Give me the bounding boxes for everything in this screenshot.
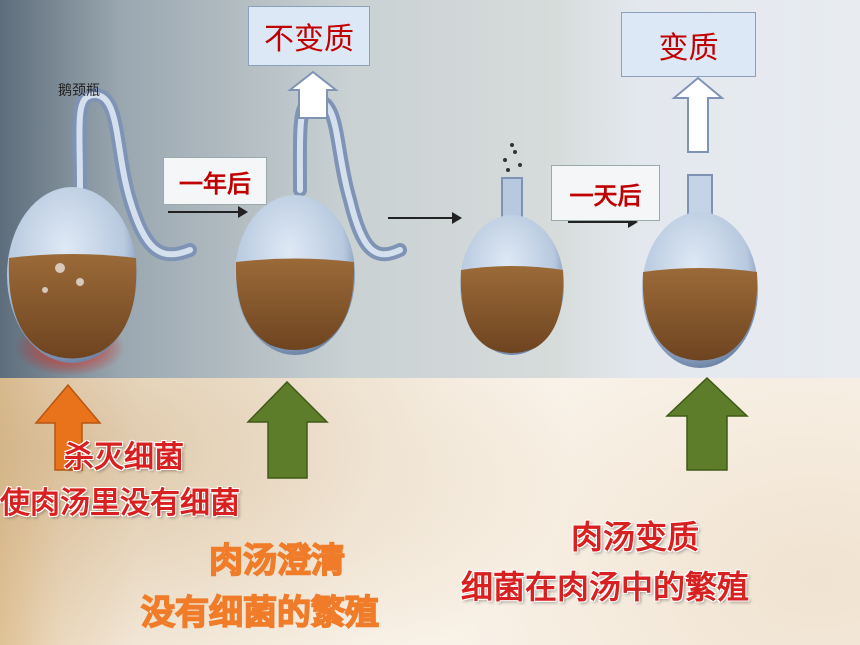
- caption-broth-clear: 肉汤澄清: [208, 540, 346, 582]
- caption-bacteria-reproduce: 细菌在肉汤中的繁殖: [461, 568, 750, 606]
- caption-no-reproduction: 没有细菌的繁殖: [140, 592, 380, 634]
- swan-neck-flask-2: [235, 92, 407, 355]
- time-label-one-year: 一年后: [163, 157, 267, 205]
- arrow-up-orange: [34, 383, 102, 471]
- spoiled-flask: [642, 174, 758, 368]
- result-arrow-right: [671, 76, 725, 153]
- arrow-up-green-left: [246, 380, 329, 479]
- caption-no-bacteria: 使肉汤里没有细菌: [0, 486, 240, 521]
- flask-caption: 鹅颈瓶: [58, 83, 100, 99]
- process-arrowhead-1: [238, 206, 248, 218]
- swan-neck-flask-1: [7, 87, 197, 363]
- result-arrow-left: [287, 70, 339, 119]
- caption-broth-spoiled: 肉汤变质: [571, 518, 700, 556]
- broken-neck-flask: [460, 143, 564, 355]
- arrow-up-green-right: [665, 376, 749, 471]
- process-arrowhead-2: [452, 212, 462, 224]
- result-label-spoiled: 变质: [621, 12, 756, 77]
- caption-kill-bacteria: 杀灭细菌: [64, 440, 184, 475]
- time-label-one-day: 一天后: [551, 165, 660, 221]
- result-label-unspoiled: 不变质: [248, 6, 370, 66]
